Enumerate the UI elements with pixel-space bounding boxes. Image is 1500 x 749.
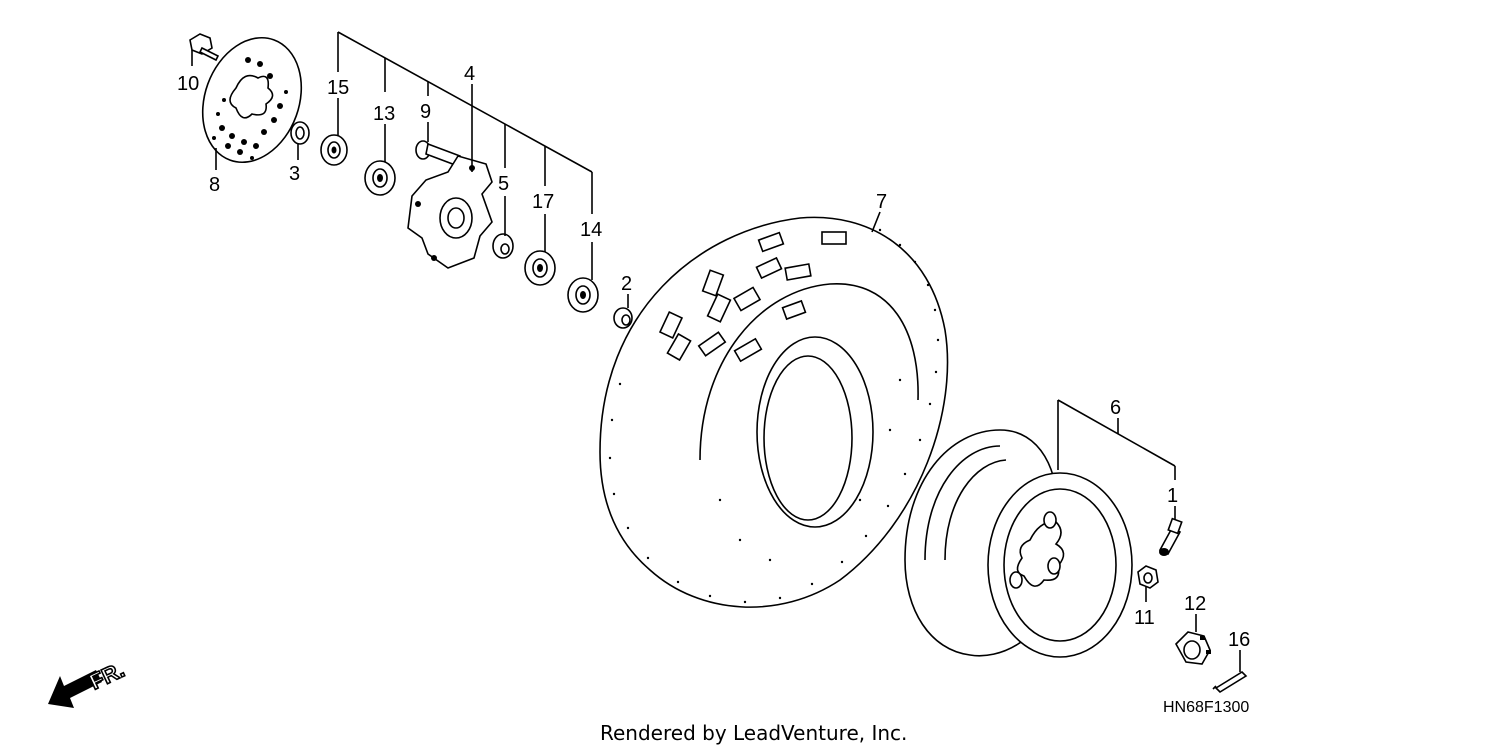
callout-17: 17 — [532, 191, 554, 213]
credit-text: Rendered by LeadVenture, Inc. — [600, 721, 907, 745]
callout-16: 16 — [1228, 629, 1250, 651]
callout-2: 2 — [621, 273, 632, 295]
diagram-code: HN68F1300 — [1163, 699, 1249, 716]
callout-13: 13 — [373, 103, 395, 125]
tire[interactable] — [599, 216, 949, 608]
callout-3: 3 — [289, 163, 300, 185]
castle-nut[interactable] — [1175, 631, 1211, 665]
direction-label: FR. — [86, 657, 129, 695]
bearing-13[interactable] — [364, 160, 396, 196]
bearing-17[interactable] — [524, 250, 556, 286]
wheel-rim[interactable] — [904, 429, 1133, 658]
callout-15: 15 — [327, 77, 349, 99]
valve-stem[interactable] — [1158, 517, 1183, 556]
callout-8: 8 — [209, 174, 220, 196]
side-collar[interactable] — [613, 307, 633, 329]
brake-disc[interactable] — [186, 24, 318, 176]
callout-1: 1 — [1167, 485, 1178, 507]
callout-labels: 1 2 3 4 5 6 7 8 9 10 11 12 13 14 15 16 1… — [177, 63, 1250, 651]
callout-12: 12 — [1184, 593, 1206, 615]
callout-9: 9 — [420, 101, 431, 123]
callout-11: 11 — [1134, 607, 1155, 629]
callout-6: 6 — [1110, 397, 1121, 419]
dust-seal[interactable] — [290, 121, 310, 145]
distance-collar[interactable] — [492, 233, 514, 259]
cotter-pin[interactable] — [1212, 670, 1248, 694]
disc-bolt[interactable] — [189, 33, 220, 66]
callout-4: 4 — [464, 63, 475, 85]
leader-lines — [215, 31, 1241, 672]
wheel-hub[interactable] — [407, 155, 493, 269]
wheel-nut[interactable] — [1137, 565, 1159, 589]
callout-5: 5 — [498, 173, 509, 195]
bearing-15[interactable] — [320, 134, 348, 166]
bearing-14[interactable] — [567, 277, 599, 313]
callout-7: 7 — [876, 191, 887, 213]
front-direction-arrow-icon: FR. — [48, 656, 129, 708]
callout-10: 10 — [177, 73, 199, 95]
callout-14: 14 — [580, 219, 602, 241]
